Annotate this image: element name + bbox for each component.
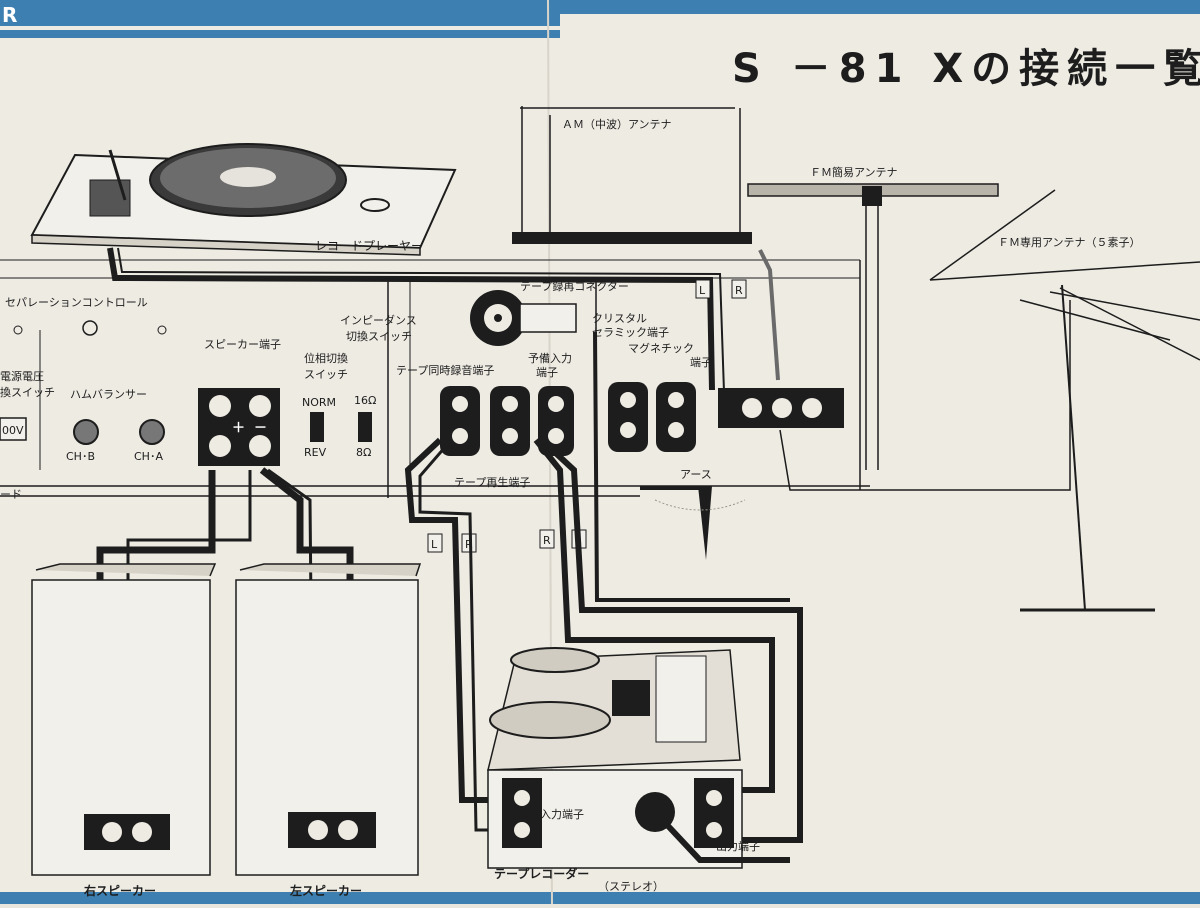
svg-text:R: R xyxy=(543,534,551,547)
ch-a-label: CH･A xyxy=(134,450,163,463)
cord-label: ード xyxy=(0,488,22,501)
voltage-selector[interactable] xyxy=(0,417,27,441)
magnetic-label-1: マグネチック xyxy=(628,341,694,355)
rev-label: REV xyxy=(304,446,327,459)
output-terminal-label: 出力端子 xyxy=(716,839,760,853)
top-border-left xyxy=(0,0,560,38)
imp-8-label: 8Ω xyxy=(356,446,371,459)
bottom-border xyxy=(0,892,1200,904)
tape-connector[interactable] xyxy=(470,290,577,346)
separation-knob-icon[interactable] xyxy=(82,320,98,336)
crystal-label-2: セラミック端子 xyxy=(592,326,669,339)
imp-16-label: 16Ω xyxy=(354,394,376,407)
separation-control-label: セパレーションコントロール xyxy=(5,296,148,309)
fm-dedicated-feeder xyxy=(779,300,1071,491)
fm-simple-antenna xyxy=(747,183,999,470)
impedance-switch[interactable] xyxy=(358,412,372,442)
record-player-label: レコードプレーヤー xyxy=(315,239,423,253)
tape-recorder-label: テープレコーダー xyxy=(494,866,589,881)
phase-switch-label-1: 位相切換 xyxy=(304,351,348,365)
left-speaker xyxy=(235,563,422,876)
screw-icon xyxy=(13,325,23,335)
rca-jack-panels[interactable] xyxy=(440,382,696,456)
l-label: L xyxy=(699,284,706,297)
minus-label: － xyxy=(254,421,267,436)
input-terminal-label: 入力端子 xyxy=(540,808,584,821)
stereo-label: （ステレオ） xyxy=(598,880,664,893)
fm-feeder xyxy=(758,249,780,381)
power-voltage-label-1: 電源電圧 xyxy=(0,369,44,383)
ch-b-label: CH･B xyxy=(66,450,95,463)
top-border-inner xyxy=(0,26,560,30)
magnetic-label-2: 端子 xyxy=(690,356,712,369)
fm-dedicated-antenna xyxy=(929,189,1200,612)
aux-input-label-1: 予備入力 xyxy=(528,352,572,365)
hum-balancer-label: ハムバランサー xyxy=(70,388,147,401)
speaker-terminal[interactable] xyxy=(198,388,280,466)
impedance-label-2: 切換スイッチ xyxy=(346,330,412,343)
tape-play-label: テープ再生端子 xyxy=(454,475,530,489)
tape-cables xyxy=(404,331,803,843)
antenna-terminal[interactable] xyxy=(718,388,844,428)
record-player-cable xyxy=(107,247,715,391)
r-label: R xyxy=(735,284,743,297)
crystal-label-1: クリスタル xyxy=(592,312,647,325)
right-speaker-label: 右スピーカー xyxy=(83,883,156,898)
fm-dedicated-antenna-label: ＦＭ専用アンテナ（５素子） xyxy=(998,236,1141,249)
tape-sync-rec-label: テープ同時録音端子 xyxy=(396,363,494,377)
right-speaker xyxy=(31,563,217,876)
plus-label: ＋ xyxy=(232,421,245,436)
page-title: S －81 Xの接続一覧 xyxy=(732,46,1200,92)
ch-a-knob-icon[interactable] xyxy=(139,419,165,445)
impedance-label-1: インピーダンス xyxy=(340,313,417,327)
tape-connector-label: テープ録再コネクター xyxy=(520,279,629,293)
earth-rod xyxy=(640,486,746,560)
earth-label: アース xyxy=(680,468,712,481)
phase-switch-label-2: スイッチ xyxy=(304,368,348,381)
ch-b-knob-icon[interactable] xyxy=(73,419,99,445)
phase-switch[interactable] xyxy=(310,412,324,442)
svg-text:R: R xyxy=(465,538,473,551)
svg-text:L: L xyxy=(431,538,438,551)
record-player xyxy=(30,143,457,256)
fm-simple-antenna-label: ＦＭ簡易アンテナ xyxy=(810,165,898,179)
speaker-terminal-label: スピーカー端子 xyxy=(204,338,281,351)
screw-icon xyxy=(157,325,167,335)
power-voltage-label-2: 換スイッチ xyxy=(0,386,55,399)
left-speaker-label: 左スピーカー xyxy=(289,883,362,898)
voltage-value: 00V xyxy=(2,424,24,437)
am-antenna-label: ＡＭ（中波）アンテナ xyxy=(562,118,672,131)
brand-mark: R xyxy=(2,3,17,27)
norm-label: NORM xyxy=(302,396,336,409)
aux-input-label-2: 端子 xyxy=(536,366,558,379)
tape-recorder xyxy=(487,647,790,869)
am-antenna xyxy=(512,106,752,244)
